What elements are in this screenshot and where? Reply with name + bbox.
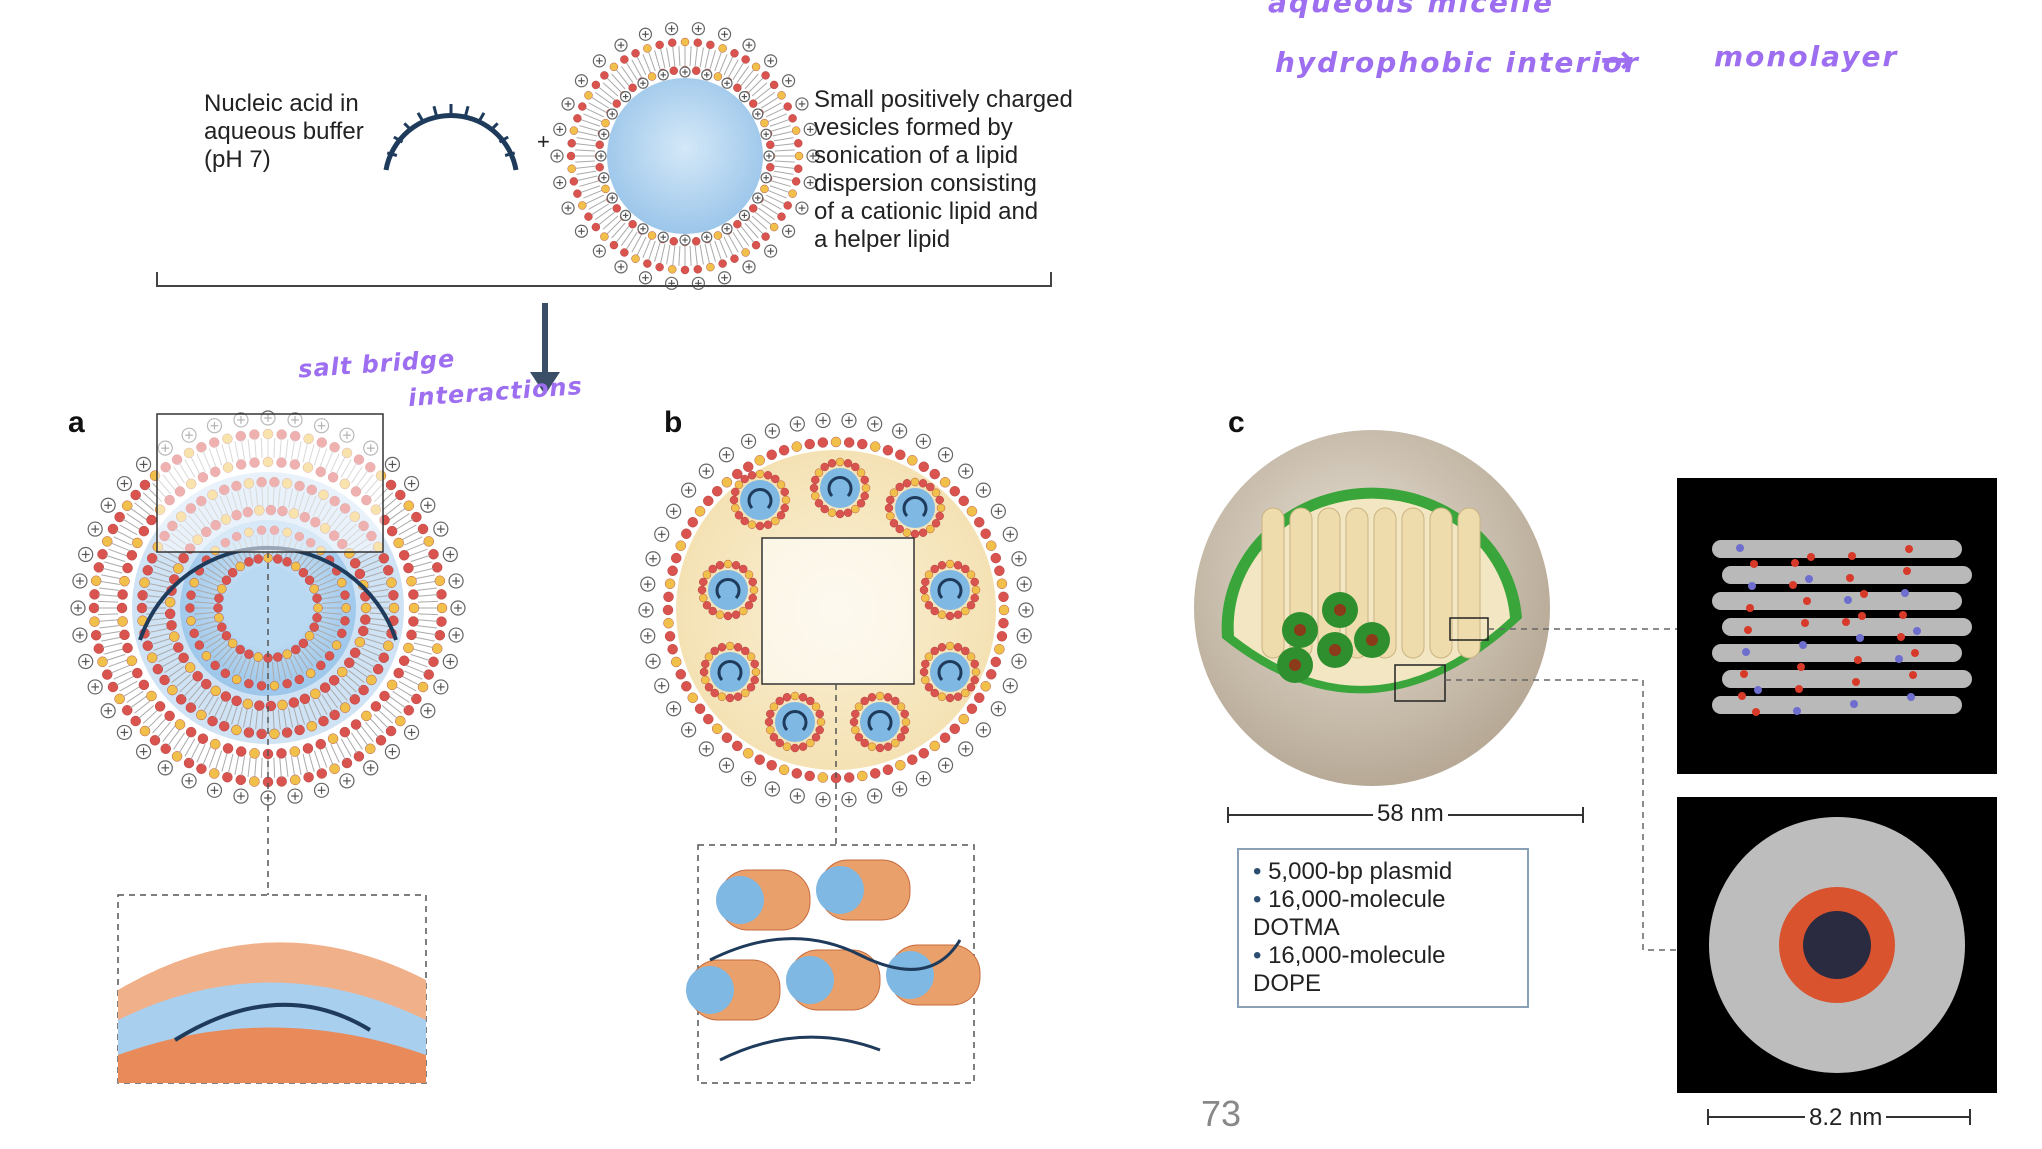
- vesicle-label: Small positively charged vesicles formed…: [814, 86, 1073, 253]
- cationic-vesicle-illustration: [550, 22, 820, 290]
- scale-label-58nm: 58 nm: [1373, 800, 1448, 828]
- plus-sign: +: [537, 129, 550, 154]
- nucleic-acid-label: Nucleic acid in aqueous buffer (pH 7): [204, 90, 364, 173]
- nucleic-acid-illustration: [383, 104, 519, 171]
- composition-legend: • 5,000-bp plasmid • 16,000-molecule DOT…: [1237, 848, 1529, 1008]
- panel-a-lamellar-structure: [70, 410, 466, 1084]
- handwritten-note-top: aqueous micelle: [1268, 0, 1554, 19]
- panel-c-model: [1194, 430, 1997, 1125]
- panel-b-inverted-hexagonal-structure: [638, 412, 1034, 1084]
- panel-label-a: a: [68, 406, 85, 439]
- scale-label-8nm: 8.2 nm: [1805, 1104, 1887, 1132]
- panel-label-c: c: [1228, 406, 1245, 439]
- panel-label-b: b: [664, 406, 683, 439]
- handwritten-arrow: →: [1600, 37, 1634, 83]
- legend-item: • 16,000-molecule DOTMA: [1253, 886, 1446, 941]
- handwritten-note-interior: hydrophobic interior: [1275, 46, 1640, 79]
- page-number: 73: [1201, 1093, 1242, 1134]
- bracket-line: [156, 272, 1052, 287]
- down-arrow-icon: [530, 303, 560, 395]
- legend-item: • 5,000-bp plasmid: [1253, 858, 1453, 885]
- legend-item: • 16,000-molecule DOPE: [1253, 942, 1446, 997]
- handwritten-note-monolayer: monolayer: [1714, 40, 1899, 73]
